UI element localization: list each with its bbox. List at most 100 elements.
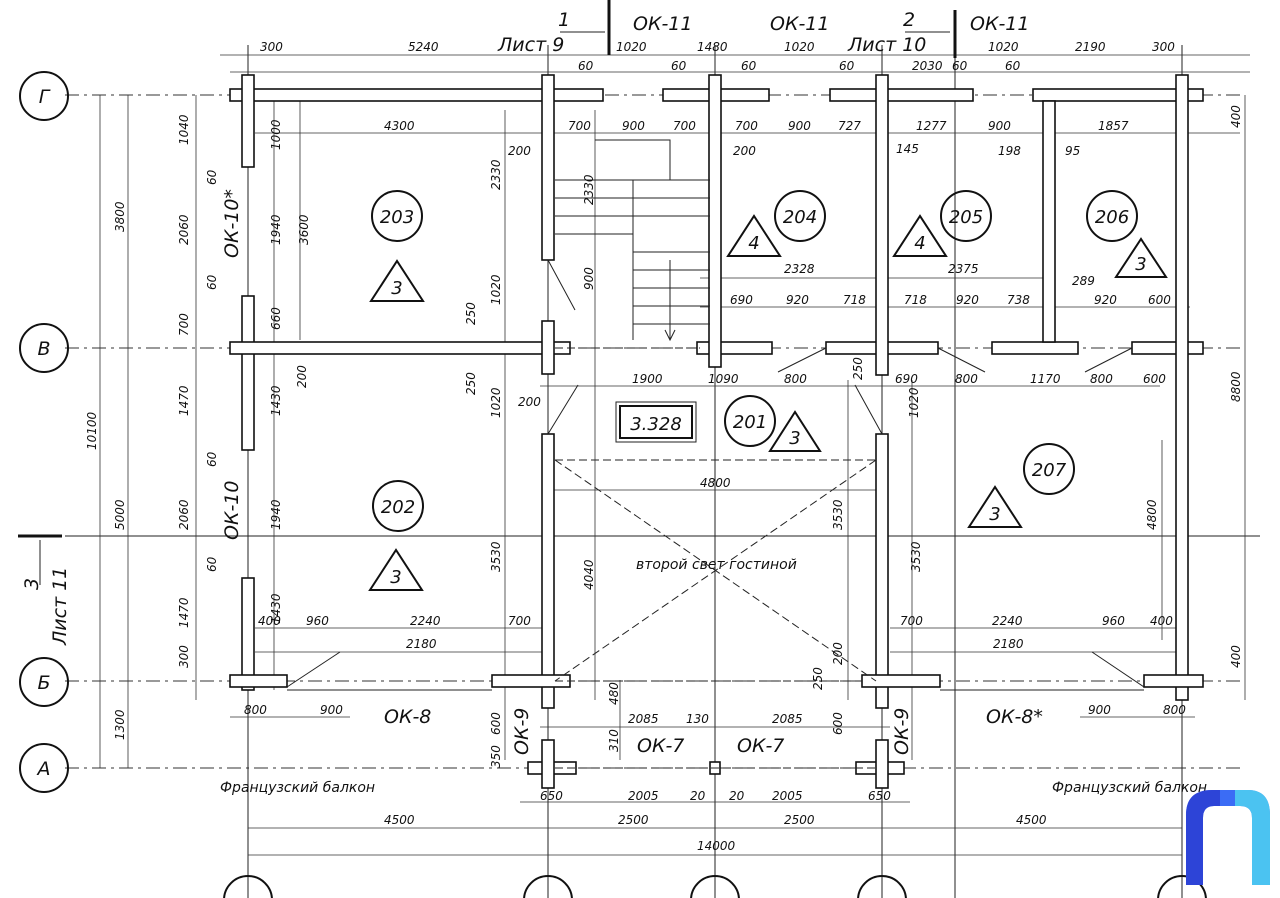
window-ok9-1: ОК-9 xyxy=(511,708,533,755)
svg-text:1020: 1020 xyxy=(489,274,503,305)
wall-g-1 xyxy=(229,88,604,102)
svg-text:800: 800 xyxy=(1163,703,1186,717)
svg-text:600: 600 xyxy=(831,712,845,735)
window-ok10: ОК-10 xyxy=(221,481,243,540)
svg-text:4800: 4800 xyxy=(1145,499,1159,530)
wall-hall-right xyxy=(875,433,889,709)
svg-text:920: 920 xyxy=(956,293,979,307)
wall-stair-left xyxy=(541,74,555,261)
svg-text:600: 600 xyxy=(1143,372,1166,386)
window-ok9-2: ОК-9 xyxy=(891,708,913,755)
svg-text:800: 800 xyxy=(1090,372,1113,386)
axis-lines xyxy=(65,40,1260,898)
svg-text:3530: 3530 xyxy=(831,499,845,530)
wall-205 xyxy=(875,74,889,376)
brand-logo xyxy=(1186,790,1270,885)
svg-text:900: 900 xyxy=(622,119,645,133)
svg-text:718: 718 xyxy=(904,293,927,307)
svg-text:1430: 1430 xyxy=(269,385,283,416)
svg-text:2085: 2085 xyxy=(772,712,803,726)
svg-text:1277: 1277 xyxy=(916,119,947,133)
section-marks xyxy=(18,0,957,585)
svg-text:2190: 2190 xyxy=(1075,40,1106,54)
svg-text:900: 900 xyxy=(582,267,596,290)
window-ok8: ОК-8 xyxy=(384,706,431,728)
svg-text:4500: 4500 xyxy=(384,813,415,827)
window-ok11-1: ОК-11 xyxy=(633,13,692,35)
svg-text:60: 60 xyxy=(205,274,219,290)
labels: ОК-11 ОК-11 ОК-11 Лист 9 Лист 10 1 2 ОК-… xyxy=(21,9,1207,796)
svg-text:1020: 1020 xyxy=(784,40,815,54)
svg-text:600: 600 xyxy=(1148,293,1171,307)
window-ok10s: ОК-10* xyxy=(221,189,243,258)
svg-text:60: 60 xyxy=(671,59,687,73)
sheet-10: Лист 10 xyxy=(847,34,926,56)
wall-b-4 xyxy=(1143,674,1204,688)
svg-text:600: 600 xyxy=(489,712,503,735)
svg-text:3: 3 xyxy=(1135,254,1146,275)
svg-text:60: 60 xyxy=(205,169,219,185)
svg-text:10100: 10100 xyxy=(85,411,99,450)
svg-text:1020: 1020 xyxy=(907,387,921,418)
svg-text:1020: 1020 xyxy=(489,387,503,418)
svg-text:400: 400 xyxy=(1229,645,1243,668)
room-206: 206 xyxy=(1095,207,1129,228)
post-a-1v xyxy=(541,739,555,789)
svg-text:718: 718 xyxy=(843,293,866,307)
svg-text:3: 3 xyxy=(989,504,1000,525)
svg-text:1470: 1470 xyxy=(177,597,191,628)
axis-marker-v xyxy=(19,323,69,373)
svg-text:2030: 2030 xyxy=(912,59,943,73)
svg-text:700: 700 xyxy=(900,614,923,628)
svg-text:1300: 1300 xyxy=(113,709,127,740)
svg-text:310: 310 xyxy=(607,729,621,752)
svg-text:3800: 3800 xyxy=(113,201,127,232)
window-ok7-1: ОК-7 xyxy=(637,735,684,757)
svg-text:2060: 2060 xyxy=(177,499,191,530)
svg-text:3530: 3530 xyxy=(489,541,503,572)
room-tags: 203 204 205 206 201 207 202 xyxy=(371,190,1138,532)
svg-text:700: 700 xyxy=(508,614,531,628)
post-a-2v xyxy=(875,739,889,789)
svg-text:200: 200 xyxy=(508,144,531,158)
svg-text:900: 900 xyxy=(788,119,811,133)
svg-text:250: 250 xyxy=(464,302,478,325)
svg-text:300: 300 xyxy=(1152,40,1175,54)
svg-text:5240: 5240 xyxy=(408,40,439,54)
window-ok11-3: ОК-11 xyxy=(970,13,1029,35)
sheet-9: Лист 9 xyxy=(497,34,564,56)
level-mark: 3.328 xyxy=(630,414,682,435)
svg-text:650: 650 xyxy=(540,789,563,803)
svg-text:1000: 1000 xyxy=(269,119,283,150)
room-204: 204 xyxy=(783,207,817,228)
svg-text:400: 400 xyxy=(1229,105,1243,128)
svg-text:60: 60 xyxy=(1005,59,1021,73)
svg-text:700: 700 xyxy=(735,119,758,133)
svg-text:900: 900 xyxy=(988,119,1011,133)
svg-text:2005: 2005 xyxy=(772,789,803,803)
svg-text:1020: 1020 xyxy=(988,40,1019,54)
svg-text:960: 960 xyxy=(306,614,329,628)
axis-marker-g xyxy=(19,71,69,121)
svg-text:3: 3 xyxy=(391,278,402,299)
svg-text:4800: 4800 xyxy=(700,476,731,490)
dimension-lines xyxy=(99,54,1250,856)
svg-text:920: 920 xyxy=(1094,293,1117,307)
wall-hall-left xyxy=(541,433,555,709)
svg-text:700: 700 xyxy=(177,313,191,336)
svg-text:1020: 1020 xyxy=(616,40,647,54)
svg-text:20: 20 xyxy=(690,789,706,803)
wall-right xyxy=(1175,74,1189,701)
svg-text:2500: 2500 xyxy=(784,813,815,827)
svg-text:60: 60 xyxy=(205,451,219,467)
svg-text:289: 289 xyxy=(1072,274,1095,288)
svg-text:2240: 2240 xyxy=(992,614,1023,628)
svg-text:60: 60 xyxy=(839,59,855,73)
svg-text:1040: 1040 xyxy=(177,114,191,145)
finish-triangles: 3 4 4 3 3 3 3 xyxy=(368,214,1168,591)
svg-text:1170: 1170 xyxy=(1030,372,1061,386)
walls xyxy=(229,74,1204,789)
svg-text:20: 20 xyxy=(729,789,745,803)
svg-text:690: 690 xyxy=(730,293,753,307)
svg-text:250: 250 xyxy=(811,667,825,690)
